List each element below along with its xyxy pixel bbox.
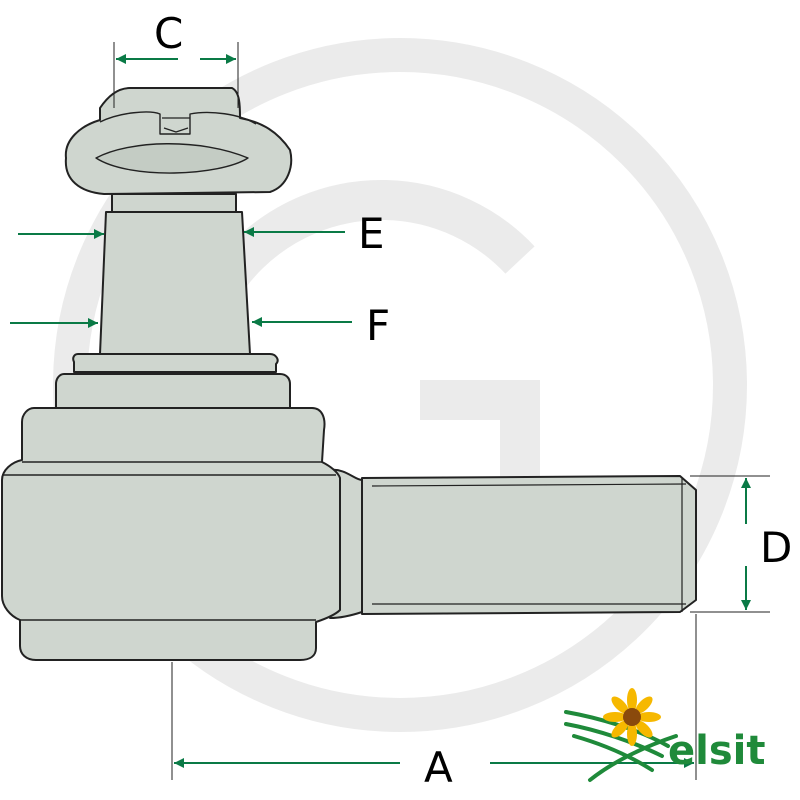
brand-logo: elsit bbox=[564, 688, 765, 782]
extension-lines bbox=[113, 42, 770, 780]
tie-rod-end bbox=[1, 87, 697, 661]
brand-logo-text: elsit bbox=[668, 728, 765, 774]
dimension-arrows bbox=[10, 54, 751, 768]
dim-label-a: A bbox=[424, 743, 453, 792]
dim-label-f: F bbox=[366, 301, 390, 350]
tapered-stud bbox=[99, 211, 251, 355]
head-housing bbox=[1, 407, 341, 661]
housing-cap bbox=[55, 373, 291, 409]
sunflower-icon bbox=[603, 688, 661, 746]
housing-ring bbox=[72, 353, 279, 373]
threaded-shank bbox=[361, 475, 697, 615]
dim-label-e: E bbox=[358, 209, 385, 258]
dim-label-d: D bbox=[760, 523, 792, 572]
stud-collar bbox=[111, 193, 237, 213]
dim-label-c: C bbox=[154, 9, 183, 58]
